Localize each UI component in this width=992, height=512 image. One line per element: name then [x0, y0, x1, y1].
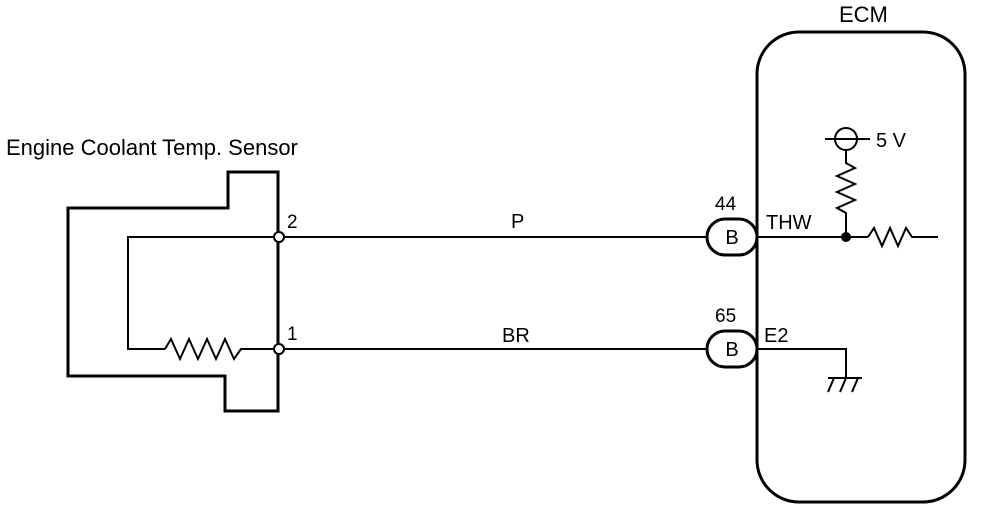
- ecm-signal-thw: THW: [766, 212, 812, 234]
- connector-lower-label: B: [725, 339, 738, 361]
- ecm-series-resistor: [867, 225, 938, 249]
- ecm-signal-e2: E2: [764, 325, 788, 347]
- sensor-housing: [66, 170, 280, 413]
- ecm-pullup-resistor: [834, 151, 858, 237]
- connector-lower-pin-number: 65: [715, 306, 736, 327]
- sensor-title: Engine Coolant Temp. Sensor: [6, 135, 298, 160]
- sensor-pin-1-terminal: [273, 343, 285, 355]
- sensor-internal-circuit: [127, 236, 278, 362]
- wire-lower-color-label: BR: [502, 325, 530, 347]
- ecm-box: [755, 30, 967, 504]
- ecm-e2-ground-circuit: [757, 348, 862, 393]
- thermistor-symbol: [164, 336, 278, 362]
- connector-upper-pin-number: 44: [715, 194, 737, 215]
- wire-upper-color-label: P: [511, 211, 524, 233]
- ecm-title: ECM: [839, 2, 888, 27]
- ecm-5v-label: 5 V: [876, 130, 907, 152]
- sensor-pin-1-label: 1: [287, 324, 298, 345]
- connector-upper: B: [705, 217, 759, 257]
- connector-upper-label: B: [725, 227, 738, 249]
- ecm-thw-circuit: [757, 127, 938, 249]
- sensor-pin-2-label: 2: [287, 212, 298, 233]
- connector-lower: B: [705, 329, 759, 369]
- sensor-pin-2-terminal: [273, 231, 285, 243]
